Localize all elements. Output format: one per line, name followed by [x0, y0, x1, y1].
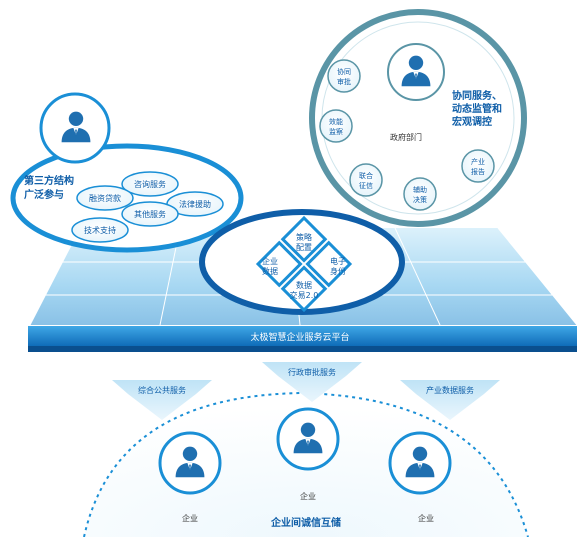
flow-public-label: 综合公共服务 — [138, 385, 186, 395]
government-title-line1: 协同服务、 — [452, 89, 502, 102]
core-enterprise-data-line1: 企业 — [262, 256, 278, 266]
enterprise-bottom-label: 企业间诚信互储 — [270, 516, 341, 529]
service-other: 其他服务 — [121, 201, 179, 227]
government-title-line2: 动态监管和 — [452, 102, 502, 115]
platform-label: 太极智慧企业服务云平台 — [250, 331, 349, 343]
core-trade-line1: 数据 — [296, 280, 312, 290]
core-strategy-line2: 配置 — [296, 243, 312, 252]
core-eid-line2: 身份 — [330, 266, 346, 276]
third-party-group: 第三方结构 广泛参与 咨询服务 融资贷款 法律援助 其他服务 技术支持 — [10, 92, 244, 253]
service-financing-label: 融资贷款 — [89, 193, 121, 203]
gov-node-supervision-line1: 效能 — [329, 117, 343, 126]
gov-node-report-line1: 产业 — [471, 157, 485, 166]
platform-bar: 太极智慧企业服务云平台 — [28, 326, 577, 352]
gov-node-decision-line2: 决策 — [413, 195, 427, 204]
third-party-title-line2: 广泛参与 — [24, 188, 64, 201]
service-legal-label: 法律援助 — [179, 199, 211, 209]
core-strategy-line1: 策略 — [296, 232, 312, 242]
gov-node-credit: 联合 征信 — [349, 163, 383, 197]
enterprise-right-label: 企业 — [418, 513, 434, 523]
service-other-label: 其他服务 — [134, 209, 166, 219]
service-consulting: 咨询服务 — [121, 171, 179, 197]
service-tech-label: 技术支持 — [84, 225, 116, 235]
gov-node-credit-line2: 征信 — [359, 181, 373, 190]
government-title-line3: 宏观调控 — [452, 115, 492, 128]
flow-admin-label: 行政审批服务 — [288, 367, 336, 377]
gov-node-report: 产业 报告 — [461, 149, 495, 183]
enterprise-node-left: 企业 — [158, 431, 222, 523]
gov-node-decision-line1: 辅助 — [413, 185, 427, 194]
government-center-label: 政府部门 — [390, 132, 422, 142]
flow-arrows: 综合公共服务 行政审批服务 产业数据服务 — [112, 362, 500, 420]
gov-node-supervision: 效能 监察 — [319, 109, 353, 143]
government-group: 政府部门 协同服务、 动态监管和 宏观调控 协同 审批 效能 监察 联合 征信 … — [309, 9, 527, 227]
third-party-title-line1: 第三方结构 — [24, 174, 74, 187]
gov-node-supervision-line2: 监察 — [329, 127, 343, 136]
gov-node-approval-line2: 审批 — [337, 77, 351, 86]
core-diamond: 策略 配置 企业 数据 电子 身份 数据 交易2.0 — [199, 209, 405, 315]
core-eid-line1: 电子 — [330, 256, 346, 266]
enterprise-node-right: 企业 — [388, 431, 452, 523]
flow-arrow-admin: 行政审批服务 — [262, 362, 362, 402]
core-trade-line2: 交易2.0 — [290, 290, 319, 300]
flow-arrow-public: 综合公共服务 — [112, 380, 212, 420]
service-tech: 技术支持 — [71, 217, 129, 243]
gov-node-approval: 协同 审批 — [327, 59, 361, 93]
enterprise-node-center: 企业 — [276, 407, 340, 501]
core-enterprise-data-line2: 数据 — [262, 266, 278, 276]
gov-node-report-line2: 报告 — [471, 167, 485, 176]
gov-node-credit-line1: 联合 — [359, 171, 373, 180]
gov-node-decision: 辅助 决策 — [403, 177, 437, 211]
enterprise-center-label: 企业 — [300, 491, 316, 501]
service-financing: 融资贷款 — [76, 185, 134, 211]
gov-node-approval-line1: 协同 — [337, 67, 351, 76]
flow-arrow-industry: 产业数据服务 — [400, 380, 500, 420]
service-consulting-label: 咨询服务 — [134, 179, 166, 189]
flow-industry-label: 产业数据服务 — [426, 385, 474, 395]
enterprise-left-label: 企业 — [182, 513, 198, 523]
